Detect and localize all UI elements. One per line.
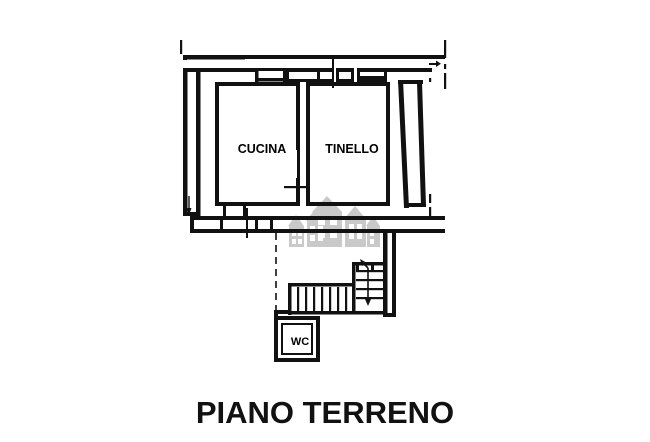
stair-direction-arrow — [360, 259, 372, 306]
floor-plan-title: PIANO TERRENO — [196, 395, 454, 430]
wc-room-walls — [274, 310, 320, 362]
room-label-wc: WC — [291, 336, 309, 348]
lower-floor-walls — [274, 233, 396, 362]
upper-floor-walls — [180, 40, 447, 238]
room-label-tinello: TINELLO — [325, 142, 379, 156]
room-label-cucina: CUCINA — [238, 142, 287, 156]
